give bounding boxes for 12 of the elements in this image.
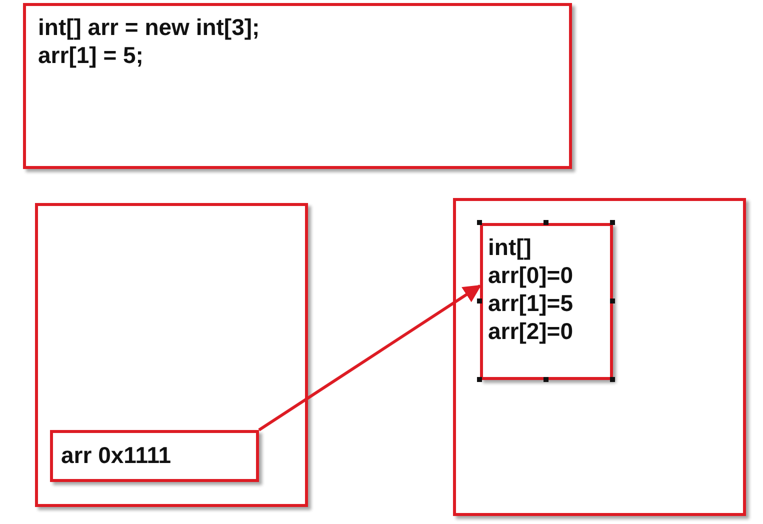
variable-box: [50, 430, 259, 482]
memory-text: int[]: [488, 233, 532, 261]
memory-text: arr[1]=5: [488, 289, 574, 317]
heap-area-box: [453, 198, 746, 516]
memory-text: arr 0x1111: [61, 441, 172, 469]
code-box: [23, 3, 572, 169]
memory-text: arr[0]=0: [488, 261, 574, 289]
code-line: int[] arr = new int[3];: [38, 13, 260, 41]
code-line: arr[1] = 5;: [38, 41, 144, 69]
memory-text: arr[2]=0: [488, 317, 574, 345]
arrow: [258, 284, 482, 432]
stack-area-box: [35, 203, 308, 507]
